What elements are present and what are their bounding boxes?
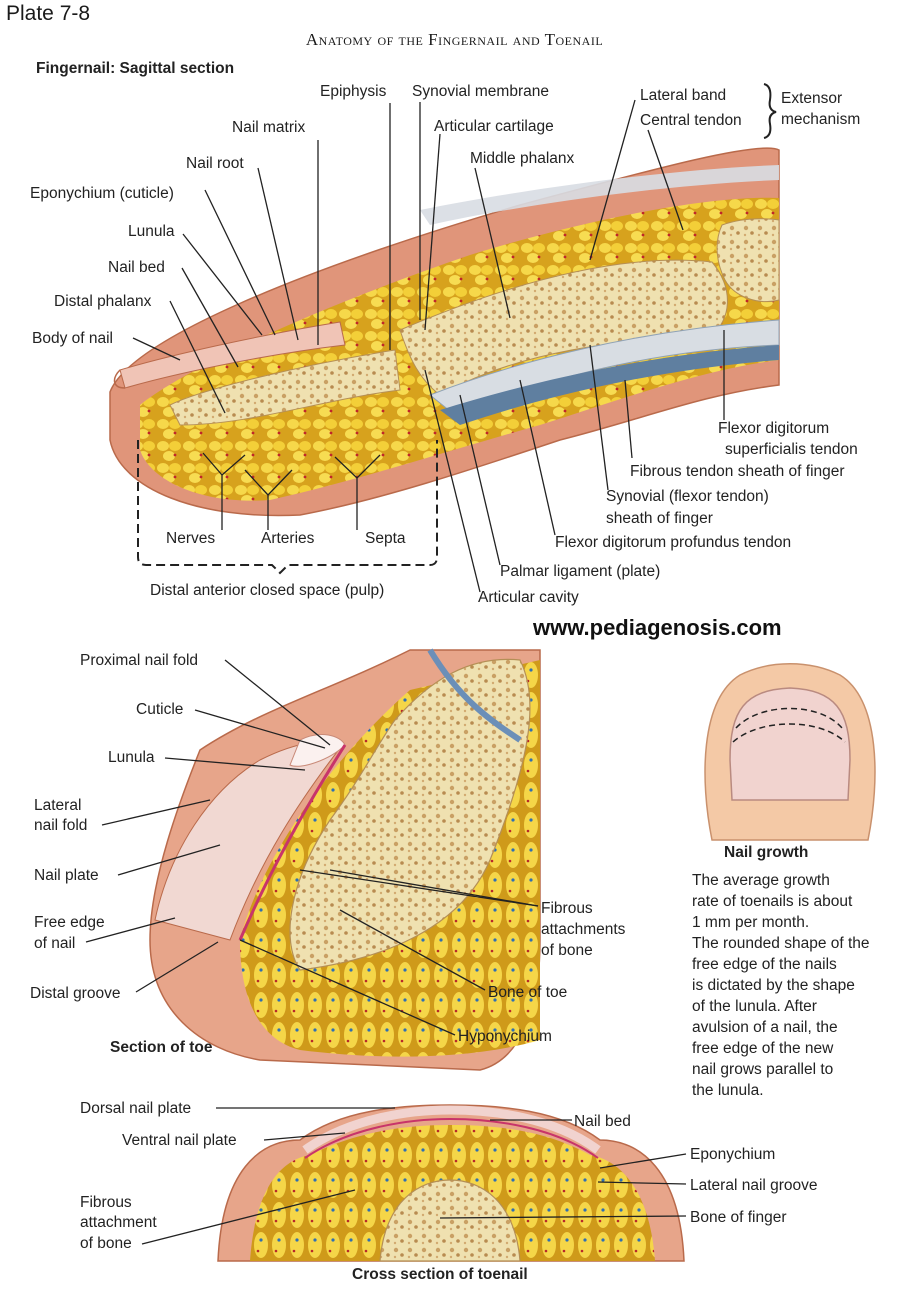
pulp-bracket	[137, 440, 438, 575]
plate-number: Plate 7-8	[6, 2, 91, 25]
label-articular-cavity: Articular cavity	[478, 589, 579, 606]
growth-paragraph: The average growth rate of toenails is a…	[692, 870, 906, 1101]
label-lateral-nail-groove: Lateral nail groove	[690, 1177, 818, 1194]
label-pulp: Distal anterior closed space (pulp)	[150, 582, 385, 599]
website-watermark: www.pediagenosis.com	[533, 615, 782, 640]
cross-section-drawing	[217, 1104, 685, 1262]
growth-line: 1 mm per month.	[692, 914, 810, 931]
label-septa: Septa	[365, 530, 406, 547]
label-nerves: Nerves	[166, 530, 216, 547]
label-fibrous-sheath: Fibrous tendon sheath of finger	[630, 463, 845, 480]
label-free-edge-2: of nail	[34, 935, 76, 952]
label-cross-fibrous-3: of bone	[80, 1235, 132, 1252]
label-nail-root: Nail root	[186, 155, 244, 172]
label-extensor: Extensor	[781, 90, 843, 107]
growth-line: of the lunula. After	[692, 998, 817, 1015]
finger-sagittal-drawing	[109, 147, 780, 517]
label-fdp: Flexor digitorum profundus tendon	[555, 534, 792, 551]
label-toe-lunula: Lunula	[108, 749, 155, 766]
label-arteries: Arteries	[261, 530, 315, 547]
label-synovial-sheath-1: Synovial (flexor tendon)	[606, 488, 769, 505]
growth-heading: Nail growth	[724, 844, 809, 861]
label-bone-of-finger: Bone of finger	[690, 1209, 787, 1226]
toe-leaders	[85, 659, 539, 1036]
growth-line: nail grows parallel to	[692, 1061, 834, 1078]
label-hyponychium: Hyponychium	[458, 1028, 552, 1045]
label-toe-fibrous-2: attachments	[541, 921, 626, 938]
sagittal-heading: Fingernail: Sagittal section	[36, 60, 235, 77]
label-ventral-nail-plate: Ventral nail plate	[122, 1132, 237, 1149]
label-mechanism: mechanism	[781, 111, 861, 128]
growth-line: free edge of the nails	[692, 956, 837, 973]
extensor-brace	[763, 83, 777, 139]
growth-line: rate of toenails is about	[692, 893, 853, 910]
growth-line: free edge of the new	[692, 1040, 834, 1057]
label-toe-fibrous-3: of bone	[541, 942, 593, 959]
label-cross-fibrous-1: Fibrous	[80, 1194, 132, 1211]
toe-section-drawing	[149, 648, 541, 1071]
growth-line: the lunula.	[692, 1082, 764, 1099]
label-central-tendon: Central tendon	[640, 112, 742, 129]
label-epiphysis: Epiphysis	[320, 83, 387, 100]
label-distal-groove: Distal groove	[30, 985, 121, 1002]
label-lateral-nail-fold-1: Lateral	[34, 797, 82, 814]
growth-line: The average growth	[692, 872, 830, 889]
label-cross-fibrous-2: attachment	[80, 1214, 157, 1231]
growth-line: avulsion of a nail, the	[692, 1019, 838, 1036]
label-articular-cartilage: Articular cartilage	[434, 118, 554, 135]
label-fds-2: superficialis tendon	[725, 441, 858, 458]
label-bone-of-toe: Bone of toe	[488, 984, 568, 1001]
label-nail-bed: Nail bed	[108, 259, 165, 276]
label-synovial-sheath-2: sheath of finger	[606, 510, 713, 527]
nail-growth-drawing	[704, 663, 876, 841]
label-toe-fibrous-1: Fibrous	[541, 900, 593, 917]
label-cross-nail-bed: Nail bed	[574, 1113, 631, 1130]
page-title: Anatomy of the Fingernail and Toenail	[305, 30, 604, 49]
label-middle-phalanx: Middle phalanx	[470, 150, 575, 167]
label-nail-matrix: Nail matrix	[232, 119, 306, 136]
growth-line: The rounded shape of the	[692, 935, 870, 952]
toe-heading: Section of toe	[110, 1039, 213, 1056]
label-lunula: Lunula	[128, 223, 175, 240]
label-distal-phalanx: Distal phalanx	[54, 293, 152, 310]
label-palmar-ligament: Palmar ligament (plate)	[500, 563, 661, 580]
growth-line: is dictated by the shape	[692, 977, 855, 994]
label-proximal-nail-fold: Proximal nail fold	[80, 652, 199, 669]
cross-heading: Cross section of toenail	[352, 1266, 528, 1283]
label-cross-eponychium: Eponychium	[690, 1146, 776, 1163]
label-dorsal-nail-plate: Dorsal nail plate	[80, 1100, 192, 1117]
label-free-edge-1: Free edge	[34, 914, 105, 931]
cross-leaders	[141, 1107, 687, 1245]
label-body-of-nail: Body of nail	[32, 330, 113, 347]
label-lateral-band: Lateral band	[640, 87, 727, 104]
label-synovial-membrane: Synovial membrane	[412, 83, 549, 100]
label-eponychium: Eponychium (cuticle)	[30, 185, 174, 202]
label-cuticle: Cuticle	[136, 701, 184, 718]
label-fds-1: Flexor digitorum	[718, 420, 830, 437]
label-lateral-nail-fold-2: nail fold	[34, 817, 88, 834]
sagittal-leaders	[132, 99, 725, 593]
label-nail-plate: Nail plate	[34, 867, 99, 884]
